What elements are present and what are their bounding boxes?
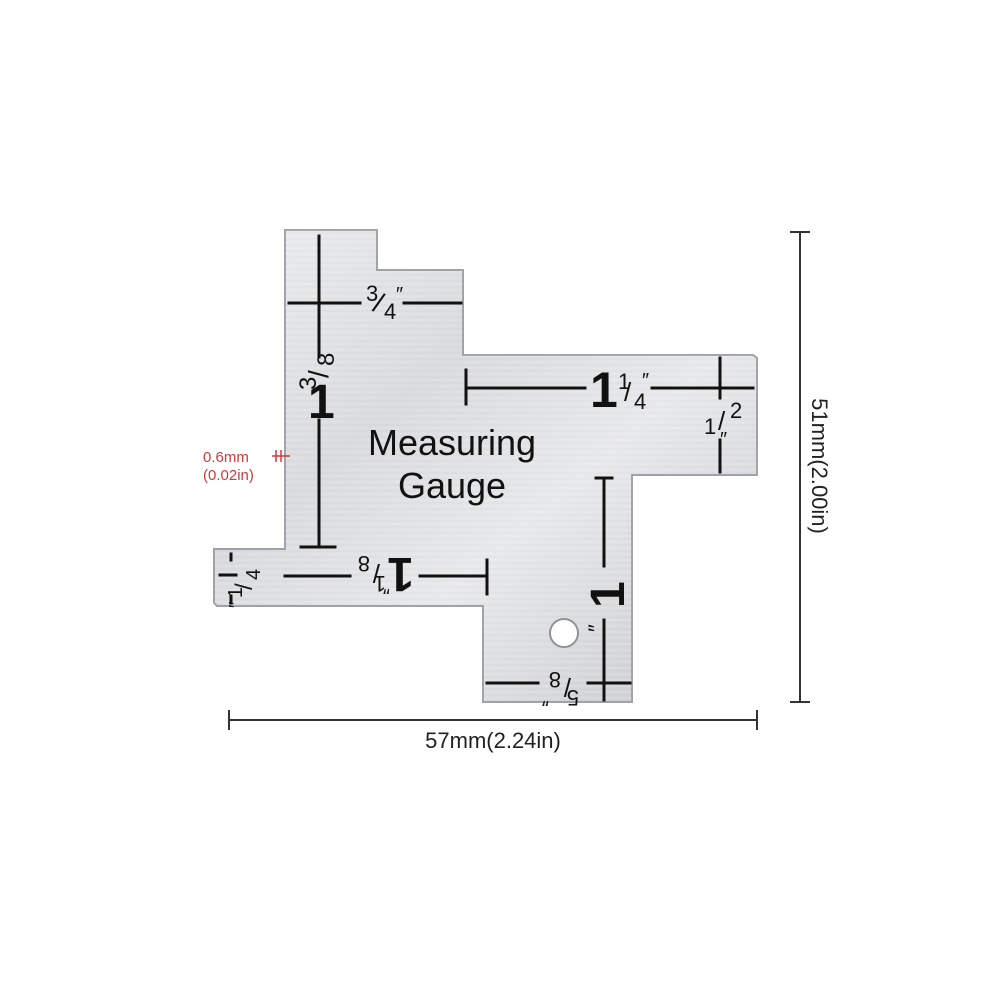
svg-text:0.6mm: 0.6mm [203,449,249,466]
svg-text:/: / [303,370,334,378]
svg-text:″: ″ [720,429,727,451]
svg-text:″: ″ [642,370,649,392]
gauge-plate [213,229,758,703]
svg-text:8: 8 [313,353,340,366]
label-1-4: 1 / 4 ″ [225,569,265,608]
svg-text:/: / [563,672,571,702]
svg-text:3: 3 [366,281,378,306]
engraved-lines [218,234,755,702]
label-3-4: 3 / 4 ″ [366,281,403,324]
hanging-hole [549,618,579,648]
svg-text:8: 8 [358,551,370,576]
height-label: 51mm(2.00in) [807,398,832,534]
svg-text:1: 1 [590,362,618,418]
svg-text:″: ″ [542,687,549,709]
thickness-annotation: 0.6mm (0.02in) [203,449,290,484]
svg-text:″: ″ [584,624,609,632]
svg-text:/: / [624,377,632,407]
svg-text:1: 1 [308,376,335,429]
svg-text:5: 5 [567,685,579,710]
svg-text:/: / [372,558,380,588]
label-1-2: 1 / 2 ″ [704,398,742,451]
svg-text:(0.02in): (0.02in) [203,467,254,484]
label-1-3-8: 1 3 / 8 [295,353,340,429]
width-label: 57mm(2.24in) [425,728,561,753]
svg-text:″: ″ [396,284,403,306]
svg-text:/: / [231,583,258,590]
title-line-1: Measuring [368,422,536,463]
svg-text:4: 4 [243,569,265,580]
svg-text:″: ″ [226,601,246,608]
svg-text:1: 1 [374,571,386,596]
svg-text:″: ″ [383,575,390,597]
svg-text:1: 1 [704,414,716,439]
svg-text:1: 1 [582,581,635,608]
label-1-1-8: 1 1 / 8 ″ [358,547,414,600]
label-5-8: 5 / 8 ″ [542,667,579,710]
svg-text:2: 2 [730,398,742,423]
svg-text:1: 1 [618,369,630,394]
svg-text:3: 3 [295,377,322,390]
svg-text:4: 4 [384,299,396,324]
svg-text:4: 4 [634,389,646,414]
width-dimension [228,710,758,730]
height-dimension [790,231,810,703]
label-1-1-4: 1 1 / 4 ″ [590,362,649,418]
svg-text:8: 8 [549,667,561,692]
svg-text:/: / [718,406,726,436]
title-line-2: Gauge [398,465,506,506]
svg-text:1: 1 [387,547,414,600]
label-1: 1 ″ [582,581,635,632]
svg-text:1: 1 [225,587,247,598]
